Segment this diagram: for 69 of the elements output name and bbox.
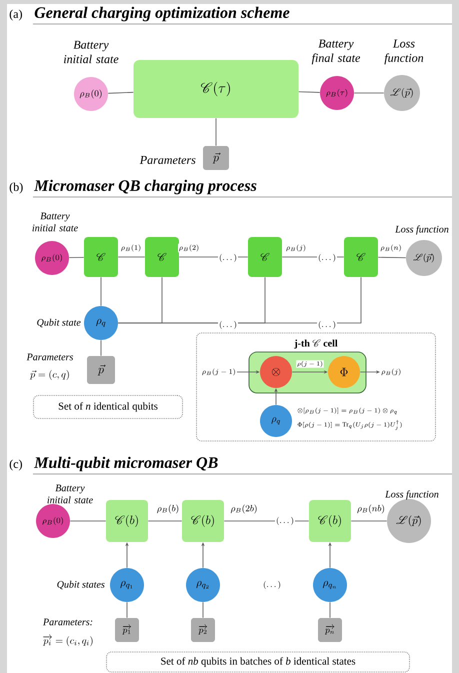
panel-title: General charging optimization scheme — [33, 6, 291, 22]
edge-label: $\rho_B(j)$ — [285, 244, 307, 252]
process-box: $\mathscr{C}(b)$ — [182, 500, 224, 542]
ellipsis: $(\dots)$ — [275, 516, 295, 526]
panel-title: Micromaser QB charging process — [33, 178, 258, 196]
node-caption: Loss function — [385, 490, 438, 500]
connector-line — [378, 256, 406, 258]
note-box: Set of nb qubits in batches of b identical states — [106, 652, 410, 672]
connector-line — [202, 602, 204, 618]
ellipsis: $(\dots)$ — [317, 320, 337, 330]
node-caption: Qubit state — [37, 318, 81, 328]
node-caption: Battery initial state — [32, 212, 78, 232]
node-caption: Loss function — [384, 40, 424, 64]
edge-label: $\rho_B(n)$ — [380, 244, 402, 252]
parameter-box: $\overrightarrow{p_2}$ — [191, 618, 215, 642]
ellipsis: $(\dots)$ — [218, 253, 238, 263]
ellipsis: $(\dots)$ — [317, 253, 337, 263]
edge-label: $\rho_B(nb)$ — [356, 504, 386, 514]
process-box: $\mathscr{C}$ — [84, 237, 118, 277]
connector-line — [350, 520, 388, 522]
node-caption: Qubit states — [57, 580, 104, 590]
connector-line — [126, 602, 128, 618]
connector-line — [100, 276, 102, 306]
connector-line — [108, 92, 134, 94]
connector-line — [118, 256, 146, 258]
equation: $\Phi[\rho(j-1)]=\mathrm{Tr}_q(U_j\rho(j-1)U_j^\dagger)$ — [296, 419, 404, 432]
state-label: $\rho_B(j-1)$ — [202, 368, 235, 376]
connector-line — [224, 520, 310, 522]
node-caption: Parameters — [140, 156, 196, 164]
connector-line — [282, 256, 344, 258]
state-label: $\rho_B(j)$ — [382, 368, 400, 376]
node-caption: Battery initial state — [48, 484, 93, 504]
node-caption: Battery final state — [312, 40, 360, 64]
edge-label: $\rho_B(b)$ — [156, 504, 180, 514]
panel-letter: (a) — [8, 8, 24, 22]
edge-label: $\rho_B(2b)$ — [230, 504, 258, 514]
process-box: $\mathscr{C}(b)$ — [106, 500, 148, 542]
process-box: $\mathscr{C}$ — [248, 237, 282, 277]
process-box: $\mathscr{C}$ — [145, 237, 179, 277]
node-caption: $\vec{p}=(c,q)$ — [30, 370, 69, 380]
parameter-box: $\overrightarrow{p_1}$ — [115, 618, 139, 642]
connector-line — [118, 276, 362, 324]
note-box: Set of n identical qubits — [33, 395, 183, 419]
connector-line — [354, 92, 384, 94]
parameter-box: $\vec{p}$ — [203, 146, 229, 170]
node-caption: $\overrightarrow{p_i}=(c_i,q_i)$ — [43, 634, 92, 646]
edge-label: $\rho_B(1)$ — [120, 244, 142, 252]
connector-line — [70, 520, 106, 522]
node-caption: Loss function — [395, 225, 448, 235]
connector-line — [100, 340, 102, 356]
parameter-box: $\vec{p}$ — [87, 356, 115, 384]
connector-line — [148, 520, 182, 522]
node-caption: Parameters: — [42, 618, 92, 626]
parameter-box: $\overrightarrow{p_n}$ — [318, 618, 342, 642]
connector-line — [298, 91, 320, 93]
process-box: $\mathscr{C}(\tau)$ — [134, 60, 298, 118]
ellipsis: $(\dots)$ — [262, 580, 282, 590]
process-box: $\mathscr{C}$ — [344, 237, 378, 277]
panel-letter: (b) — [8, 182, 24, 194]
connector-line — [68, 256, 84, 258]
node-caption: Parameters — [26, 354, 74, 360]
connector-line — [178, 256, 248, 258]
process-box: $\mathscr{C}(b)$ — [309, 500, 351, 542]
ellipsis: $(\dots)$ — [218, 320, 238, 330]
edge-label: $\rho_B(2)$ — [178, 244, 200, 252]
panel-letter: (c) — [8, 458, 24, 472]
panel-title: Multi-qubit micromaser QB — [33, 456, 220, 472]
node-caption: Battery initial state — [64, 40, 118, 64]
edge-label: $\rho(j-1)$ — [296, 360, 324, 368]
